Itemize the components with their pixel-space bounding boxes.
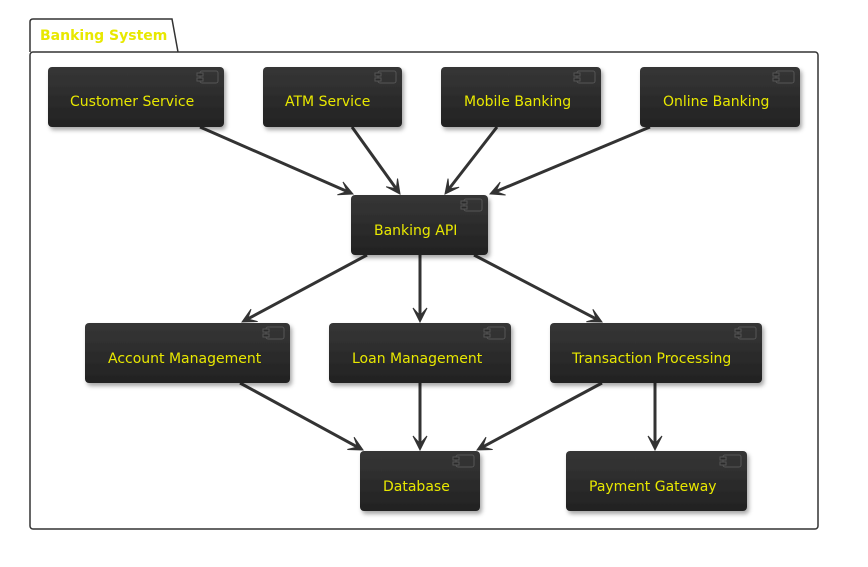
component-label: Database [383, 479, 450, 495]
component-label: ATM Service [285, 94, 370, 110]
component-icon [772, 70, 795, 84]
component-loan-management[interactable]: Loan Management [329, 323, 511, 383]
component-label: Mobile Banking [464, 94, 571, 110]
edge-atm-service-to-banking-api [350, 126, 401, 195]
component-icon [196, 70, 219, 84]
arrow-head [647, 435, 663, 452]
edge-loan-management-to-database [412, 383, 428, 452]
arrow-head [347, 436, 364, 451]
component-icon [374, 70, 397, 84]
component-label: Customer Service [70, 94, 194, 110]
nodes: Customer Service ATM Service Mobile Bank… [48, 67, 800, 511]
component-label: Loan Management [352, 351, 483, 367]
arrow-head [241, 308, 258, 323]
component-icon [719, 454, 742, 468]
arrow-head [412, 435, 428, 452]
edge-line [246, 253, 368, 321]
edge-account-management-to-database [239, 381, 364, 451]
edges [199, 125, 663, 452]
component-account-management[interactable]: Account Management [85, 323, 290, 383]
arrow-head [444, 178, 460, 195]
edge-line [199, 125, 349, 193]
component-payment-gateway[interactable]: Payment Gateway [566, 451, 747, 511]
component-icon [460, 198, 483, 212]
component-mobile-banking[interactable]: Mobile Banking [441, 67, 601, 127]
component-atm-service[interactable]: ATM Service [263, 67, 402, 127]
arrow-head [476, 436, 493, 451]
package-banking-system: Banking System [29, 18, 819, 530]
edge-transaction-processing-to-database [476, 381, 603, 451]
component-banking-api[interactable]: Banking API [351, 195, 488, 255]
edge-customer-service-to-banking-api [199, 125, 355, 196]
component-icon [452, 454, 475, 468]
component-label: Payment Gateway [589, 479, 717, 495]
component-database[interactable]: Database [360, 451, 480, 511]
edge-line [481, 381, 603, 449]
edge-line [494, 125, 651, 194]
arrow-head [385, 178, 401, 195]
edge-banking-api-to-transaction-processing [473, 253, 603, 323]
component-transaction-processing[interactable]: Transaction Processing [550, 323, 762, 383]
package-tab [29, 18, 179, 53]
edge-banking-api-to-account-management [241, 253, 368, 323]
component-customer-service[interactable]: Customer Service [48, 67, 224, 127]
edge-line [447, 126, 499, 191]
component-icon [262, 326, 285, 340]
arrow-head [412, 307, 428, 324]
package-frame [29, 51, 819, 530]
component-icon [734, 326, 757, 340]
edge-line [350, 126, 398, 190]
component-label: Account Management [108, 351, 262, 367]
edge-transaction-processing-to-payment-gateway [647, 383, 663, 452]
edge-online-banking-to-banking-api [488, 125, 651, 196]
edge-banking-api-to-loan-management [412, 255, 428, 324]
component-label: Banking API [374, 223, 457, 239]
component-icon [483, 326, 506, 340]
component-label: Transaction Processing [571, 351, 731, 367]
arrow-head [586, 309, 603, 323]
arrow-head [488, 181, 506, 196]
edge-line [239, 381, 359, 449]
edge-line [473, 253, 598, 321]
component-label: Online Banking [663, 94, 769, 110]
arrow-head [337, 181, 355, 196]
component-icon [573, 70, 596, 84]
package-title: Banking System [40, 28, 167, 44]
component-online-banking[interactable]: Online Banking [640, 67, 800, 127]
edge-mobile-banking-to-banking-api [444, 126, 499, 195]
